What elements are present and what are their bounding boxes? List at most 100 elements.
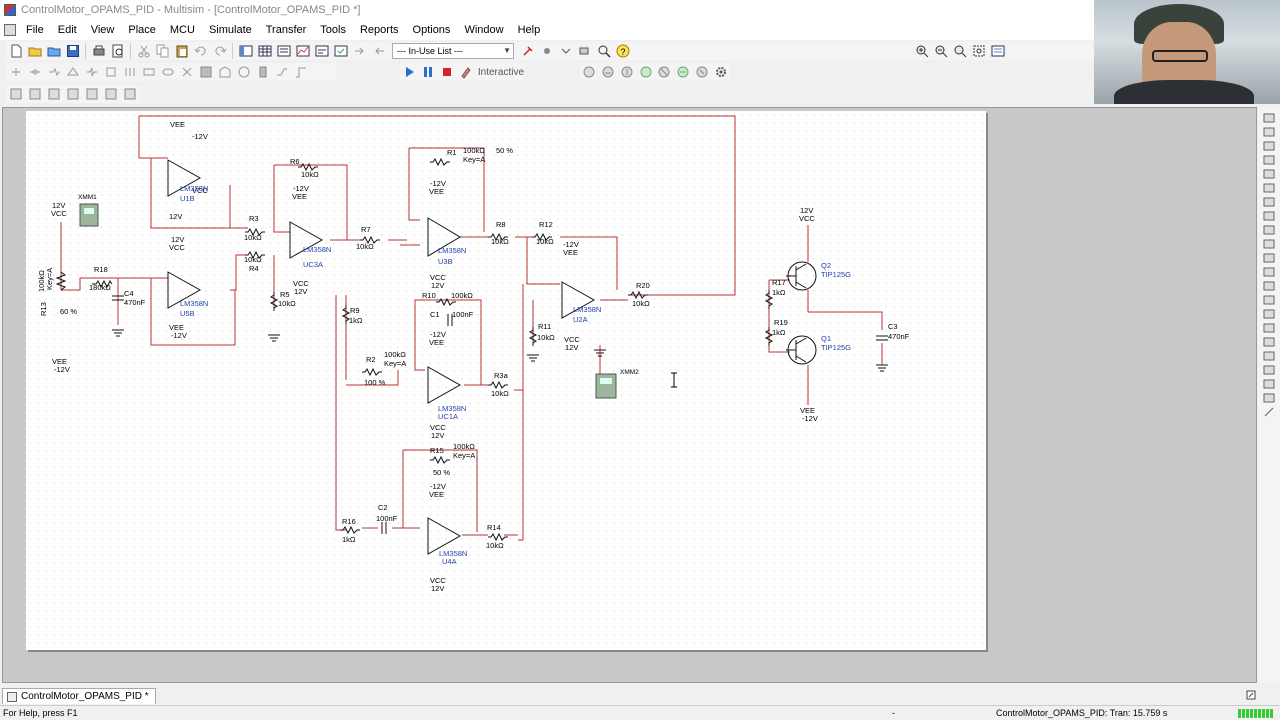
stop-icon[interactable] <box>439 64 455 80</box>
in-use-list-select[interactable]: --- In-Use List ---▼ <box>392 43 514 59</box>
component-source-icon[interactable] <box>8 86 24 102</box>
component-transistor-icon[interactable] <box>65 86 81 102</box>
network-analyzer-tool-icon[interactable] <box>1262 294 1276 306</box>
find-component-icon[interactable] <box>596 43 612 59</box>
redo-icon[interactable] <box>212 43 228 59</box>
logic-analyzer-tool-icon[interactable] <box>1262 238 1276 250</box>
help-icon[interactable]: ? <box>615 43 631 59</box>
menu-simulate[interactable]: Simulate <box>208 24 252 36</box>
main-tool-16-icon[interactable] <box>293 64 309 80</box>
wattmeter-tool-icon[interactable] <box>1262 140 1276 152</box>
erc-icon[interactable] <box>333 43 349 59</box>
instrument-1-icon[interactable] <box>582 64 598 80</box>
labview-instrument-tool-icon[interactable] <box>1262 364 1276 376</box>
main-tool-15-icon[interactable] <box>274 64 290 80</box>
spectrum-analyzer-tool-icon[interactable] <box>1262 280 1276 292</box>
main-tool-7-icon[interactable] <box>122 64 138 80</box>
copy-icon[interactable] <box>155 43 171 59</box>
component-basic-icon[interactable] <box>27 86 43 102</box>
tab-controlmotor[interactable]: ControlMotor_OPAMS_PID * <box>2 688 156 704</box>
ni-elvismx-tool-icon[interactable] <box>1262 378 1276 390</box>
component-analog-icon[interactable] <box>84 86 100 102</box>
instrument-5-icon[interactable] <box>657 64 673 80</box>
menu-reports[interactable]: Reports <box>359 24 399 36</box>
print-preview-icon[interactable] <box>110 43 126 59</box>
main-tool-1-icon[interactable] <box>8 64 24 80</box>
probe-settings-icon[interactable] <box>539 43 555 59</box>
database-manager-icon[interactable] <box>276 43 292 59</box>
open-samples-icon[interactable] <box>46 43 62 59</box>
instrument-7-icon[interactable] <box>694 64 710 80</box>
cut-icon[interactable] <box>136 43 152 59</box>
current-clamp-tool-icon[interactable] <box>1262 392 1276 404</box>
zoom-area-icon[interactable] <box>952 43 968 59</box>
opamp-u4a[interactable] <box>427 517 462 555</box>
iv-analyzer-tool-icon[interactable] <box>1262 252 1276 264</box>
bode-plotter-tool-icon[interactable] <box>1262 182 1276 194</box>
frequency-counter-tool-icon[interactable] <box>1262 196 1276 208</box>
component-diode-icon[interactable] <box>46 86 62 102</box>
opamp-u3b[interactable] <box>427 217 461 257</box>
main-tool-3-icon[interactable] <box>46 64 62 80</box>
main-tool-5-icon[interactable] <box>84 64 100 80</box>
opamp-u5b[interactable] <box>167 271 202 309</box>
opamp-u2a[interactable] <box>561 281 596 319</box>
print-icon[interactable] <box>91 43 107 59</box>
opamp-u1b[interactable] <box>167 159 202 197</box>
tektronix-oscilloscope-tool-icon[interactable] <box>1262 350 1276 362</box>
menu-help[interactable]: Help <box>517 24 541 36</box>
menu-edit[interactable]: Edit <box>57 24 77 36</box>
document-icon[interactable] <box>4 24 16 36</box>
main-tool-2-icon[interactable] <box>27 64 43 80</box>
instrument-6-icon[interactable] <box>675 64 691 80</box>
export-pcb-icon[interactable] <box>352 43 368 59</box>
instrument-2-icon[interactable] <box>600 64 616 80</box>
circuit-schematic[interactable]: VEE -12V VCC 12V XMM1 12V VCC 100kΩ Key=… <box>26 111 986 650</box>
spreadsheet-icon[interactable] <box>257 43 273 59</box>
zoom-sheet-icon[interactable] <box>971 43 987 59</box>
menu-view[interactable]: View <box>90 24 115 36</box>
zoom-out-icon[interactable] <box>933 43 949 59</box>
main-tool-9-icon[interactable] <box>160 64 176 80</box>
four-channel-oscilloscope-tool-icon[interactable] <box>1262 168 1276 180</box>
menu-place[interactable]: Place <box>128 24 156 36</box>
main-tool-8-icon[interactable] <box>141 64 157 80</box>
postprocessor-icon[interactable] <box>314 43 330 59</box>
interactive-label[interactable]: Interactive <box>477 66 525 78</box>
pause-icon[interactable] <box>420 64 436 80</box>
agilent-oscilloscope-tool-icon[interactable] <box>1262 336 1276 348</box>
main-tool-10-icon[interactable] <box>179 64 195 80</box>
workspace-toggle-icon[interactable] <box>1246 690 1256 700</box>
menu-file[interactable]: File <box>26 24 44 36</box>
full-screen-icon[interactable] <box>990 43 1006 59</box>
schematic-sheet[interactable]: VEE -12V VCC 12V XMM1 12V VCC 100kΩ Key=… <box>26 111 986 650</box>
settings-gear-icon[interactable] <box>713 64 729 80</box>
design-toolbox-icon[interactable] <box>238 43 254 59</box>
new-icon[interactable] <box>8 43 24 59</box>
logic-converter-tool-icon[interactable] <box>1262 224 1276 236</box>
main-tool-13-icon[interactable] <box>236 64 252 80</box>
multimeter-xmm2[interactable] <box>595 373 617 399</box>
run-icon[interactable] <box>402 64 418 80</box>
zoom-in-icon[interactable] <box>914 43 930 59</box>
probe-dropdown-icon[interactable] <box>558 43 574 59</box>
opamp-uc3a[interactable] <box>289 221 324 259</box>
function-generator-tool-icon[interactable] <box>1262 126 1276 138</box>
main-tool-11-icon[interactable] <box>198 64 214 80</box>
menu-mcu[interactable]: MCU <box>169 24 195 36</box>
paste-icon[interactable] <box>174 43 190 59</box>
multimeter-xmm1[interactable] <box>79 203 99 227</box>
instrument-4-icon[interactable] <box>638 64 654 80</box>
agilent-generator-tool-icon[interactable] <box>1262 308 1276 320</box>
main-tool-12-icon[interactable] <box>217 64 233 80</box>
main-tool-6-icon[interactable] <box>103 64 119 80</box>
back-annotate-icon[interactable] <box>371 43 387 59</box>
main-tool-14-icon[interactable] <box>255 64 271 80</box>
distortion-analyzer-tool-icon[interactable] <box>1262 266 1276 278</box>
word-generator-tool-icon[interactable] <box>1262 210 1276 222</box>
menu-tools[interactable]: Tools <box>320 24 346 36</box>
grapher-icon[interactable] <box>295 43 311 59</box>
probe-icon[interactable] <box>520 43 536 59</box>
menu-options[interactable]: Options <box>412 24 451 36</box>
main-tool-4-icon[interactable] <box>65 64 81 80</box>
